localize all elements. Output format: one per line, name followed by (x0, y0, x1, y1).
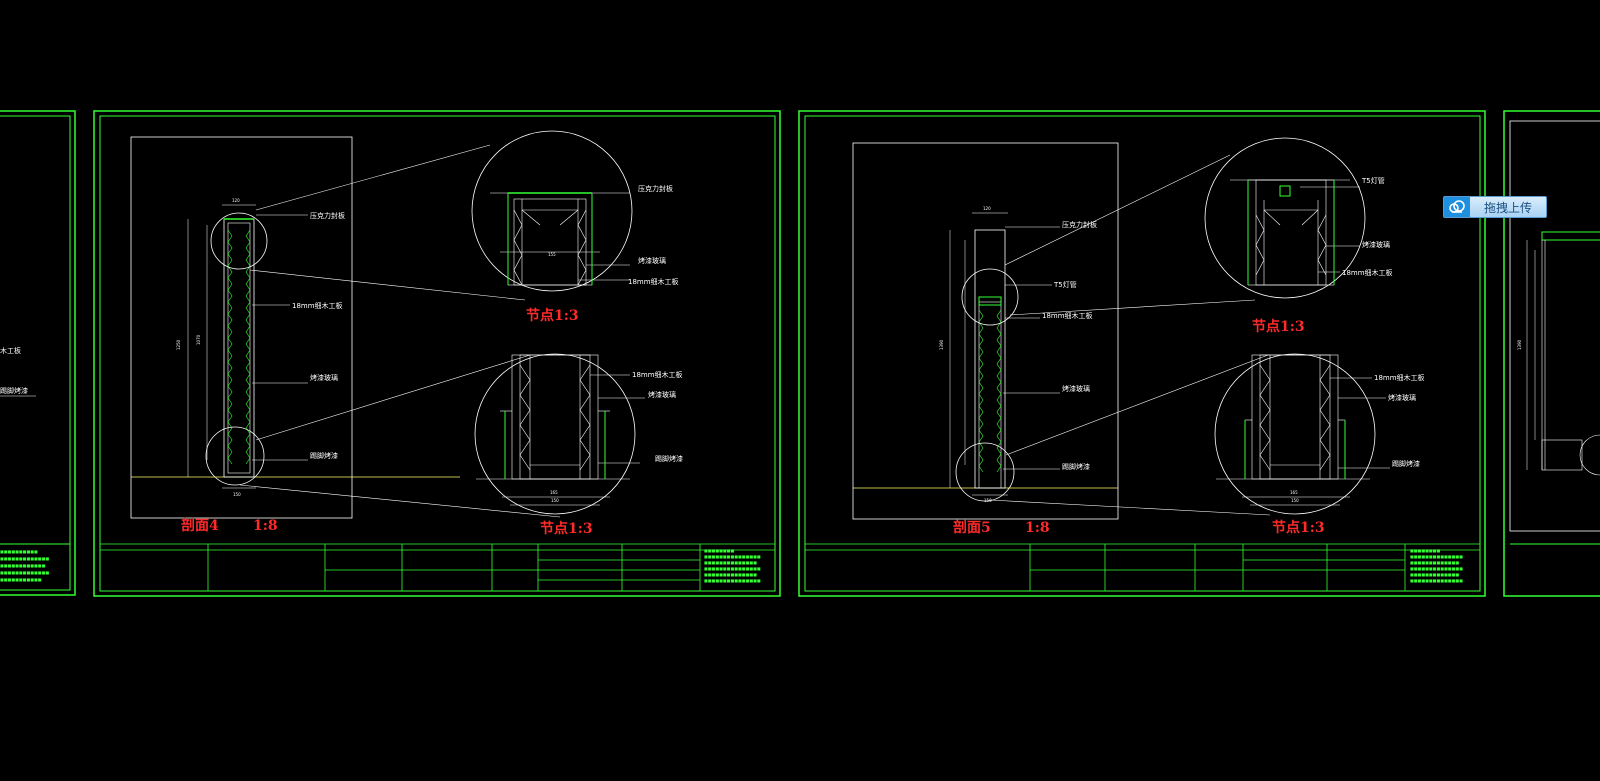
drag-upload-label: 拖拽上传 (1483, 200, 1532, 215)
svg-text:■■■■■■■■■■■■■: ■■■■■■■■■■■■■ (1410, 560, 1459, 565)
section-scale: 1:8 (253, 518, 278, 534)
detail-top-callout-5-2: 烤漆玻璃 (1362, 240, 1390, 249)
node-label-top: 节点1:3 (526, 307, 579, 324)
detail-top-callout-5-1: T5灯管 (1361, 176, 1385, 185)
svg-text:■■■■■■■■■■■■■■■: ■■■■■■■■■■■■■■■ (704, 554, 761, 559)
svg-text:■■■■■■■■■■■■: ■■■■■■■■■■■■ (0, 563, 46, 568)
cloud-upload-icon (1444, 197, 1470, 217)
sheet-section-4: 120 150 1250 1070 压克力封板 18mm细木工板 烤漆玻璃 踢脚… (93, 110, 781, 597)
callout-plywood-5: 18mm细木工板 (1042, 311, 1093, 320)
svg-text:■■■■■■■■■■■■■■: ■■■■■■■■■■■■■■ (704, 572, 757, 577)
detail-bottom-callout-5-3: 踢脚烤漆 (1392, 459, 1420, 468)
svg-text:165: 165 (550, 490, 558, 495)
svg-text:■■■■■■■■: ■■■■■■■■ (1410, 548, 1440, 553)
svg-text:■■■■■■■■: ■■■■■■■■ (704, 548, 734, 553)
left-callout-2: 踢脚烤漆 (0, 386, 28, 395)
callout-skirting-5: 踢脚烤漆 (1062, 462, 1090, 471)
svg-text:■■■■■■■■■■■■■■■: ■■■■■■■■■■■■■■■ (704, 578, 761, 583)
svg-text:1390: 1390 (939, 339, 944, 350)
svg-text:■■■■■■■■■■■■■■: ■■■■■■■■■■■■■■ (1410, 554, 1463, 559)
section-title: 剖面4 (181, 517, 219, 534)
svg-text:■■■■■■■■■■■■■: ■■■■■■■■■■■■■ (0, 570, 49, 575)
detail-bottom-callout-1: 18mm细木工板 (632, 370, 683, 379)
detail-bottom-callout-2: 烤漆玻璃 (648, 390, 676, 399)
callout-skirting: 踢脚烤漆 (310, 451, 338, 460)
callout-acrylic: 压克力封板 (310, 211, 345, 220)
svg-text:1390: 1390 (1517, 339, 1522, 350)
svg-text:1070: 1070 (196, 334, 201, 345)
sheet-section-5: 120 150 1390 压克力封板 T5灯管 18mm细木工板 烤漆玻璃 踢脚… (798, 110, 1486, 597)
sheet-right-partial: 1390 (1503, 110, 1600, 597)
svg-text:■■■■■■■■■■■■■■■: ■■■■■■■■■■■■■■■ (704, 566, 761, 571)
detail-top-callout-1: 压克力封板 (638, 184, 673, 193)
node-label-top-5: 节点1:3 (1252, 318, 1305, 335)
callout-plywood: 18mm细木工板 (292, 301, 343, 310)
detail-top-callout-5-3: 18mm细木工板 (1342, 268, 1393, 277)
svg-text:150: 150 (1291, 498, 1299, 503)
section-title-5: 剖面5 (953, 519, 991, 536)
callout-t5-5: T5灯管 (1053, 280, 1077, 289)
detail-top-callout-3: 18mm细木工板 (628, 277, 679, 286)
svg-text:120: 120 (983, 206, 991, 211)
section-scale-5: 1:8 (1025, 520, 1050, 536)
svg-text:120: 120 (232, 198, 240, 203)
sheet-left-partial: 木工板 踢脚烤漆 ■■■■■■■■■■■■■■■■■■■■■■■■■■■■■■■… (0, 110, 76, 596)
drag-upload-button[interactable]: 拖拽上传 (1443, 196, 1547, 218)
detail-bottom-callout-5-2: 烤漆玻璃 (1388, 393, 1416, 402)
svg-text:■■■■■■■■■■■■■■: ■■■■■■■■■■■■■■ (1410, 578, 1463, 583)
node-label-bottom: 节点1:3 (540, 520, 593, 537)
node-label-bottom-5: 节点1:3 (1272, 519, 1325, 536)
svg-text:150: 150 (551, 498, 559, 503)
svg-text:■■■■■■■■■■■■■■: ■■■■■■■■■■■■■■ (704, 560, 757, 565)
svg-text:1250: 1250 (176, 339, 181, 350)
detail-bottom-callout-3: 踢脚烤漆 (655, 454, 683, 463)
detail-bottom-callout-5-1: 18mm细木工板 (1374, 373, 1425, 382)
svg-text:■■■■■■■■■■■■■■: ■■■■■■■■■■■■■■ (1410, 566, 1463, 571)
svg-text:■■■■■■■■■■■■■: ■■■■■■■■■■■■■ (0, 556, 49, 561)
svg-text:165: 165 (1290, 490, 1298, 495)
svg-text:150: 150 (233, 492, 241, 497)
left-callout-1: 木工板 (0, 346, 21, 355)
svg-text:■■■■■■■■■■■■■: ■■■■■■■■■■■■■ (1410, 572, 1459, 577)
svg-text:■■■■■■■■■■: ■■■■■■■■■■ (0, 549, 38, 554)
svg-text:155: 155 (548, 252, 556, 257)
callout-glass: 烤漆玻璃 (310, 373, 338, 382)
svg-text:■■■■■■■■■■■: ■■■■■■■■■■■ (0, 577, 42, 582)
detail-top-callout-2: 烤漆玻璃 (638, 256, 666, 265)
callout-acrylic-5: 压克力封板 (1062, 220, 1097, 229)
callout-glass-5: 烤漆玻璃 (1062, 384, 1090, 393)
